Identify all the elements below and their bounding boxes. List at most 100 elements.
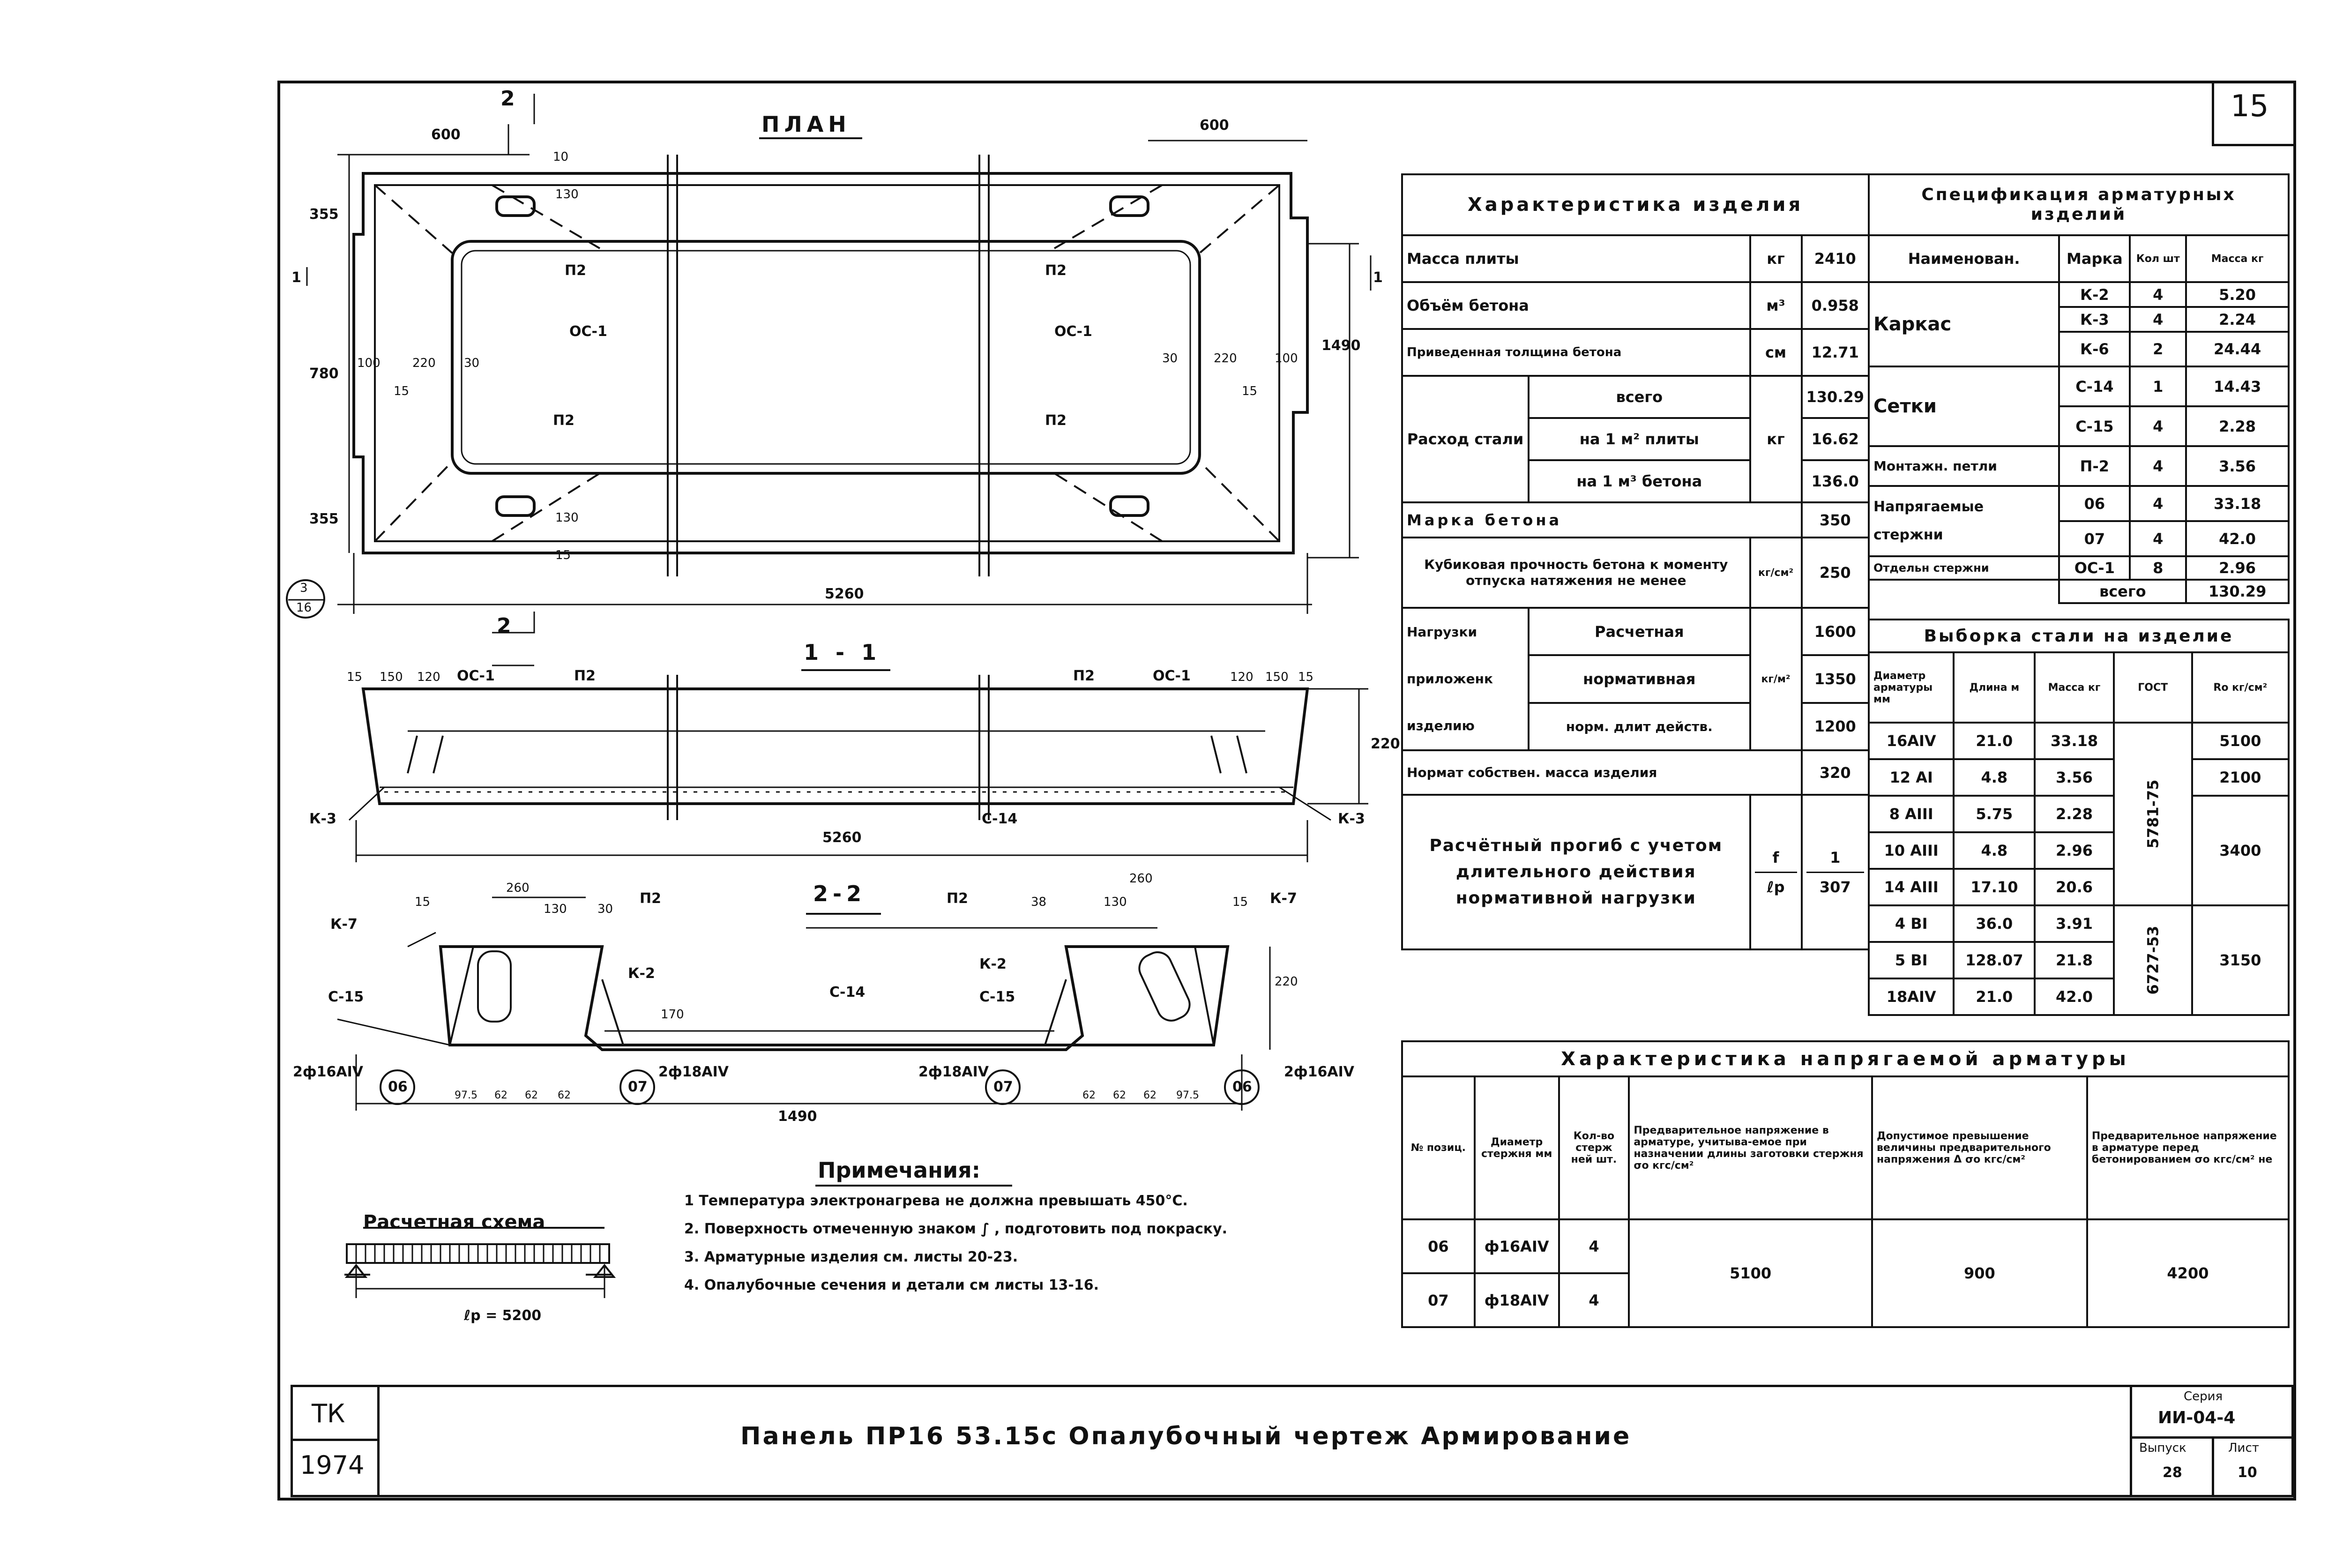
prestress-r2-dia: ф18АIV [1473,1272,1560,1328]
char-row2-unit: м³ [1749,281,1803,330]
steel-r2-len: 4.8 [1953,758,2036,797]
spec-col-mark: Марка [2058,234,2131,283]
plan-dim-100-right: 100 [1275,351,1298,366]
section22-k2-right: К-2 [979,956,1007,972]
prestress-col-dia: Диаметр стержня мм [1473,1075,1560,1220]
plan-dim-30-left: 30 [464,356,480,370]
char-own-name: Нормат собствен. масса изделия [1401,749,1803,796]
plan-dim-15-bottom: 15 [555,548,571,562]
spec-g4r1-qty: 4 [2129,485,2187,522]
char-cube-value: 250 [1800,537,1870,609]
spec-g4r2-mass: 42.0 [2185,520,2290,557]
notes-item-4: 4. Опалубочные сечения и детали см листы… [684,1277,1099,1293]
steel-r7-len: 128.07 [1953,941,2036,979]
spec-g1r1-mark: К-2 [2058,281,2131,308]
prestress-col-v2: Допустимое превышение величины предварит… [1871,1075,2088,1220]
plan-dim-side-top: 355 [309,206,339,223]
steel-r5-dia: 14 АIII [1867,868,1955,906]
plan-label-p2-c: П2 [1045,262,1067,279]
spec-group5-name: Отдельн стержни [1867,555,2060,581]
spec-g1r3-mass: 24.44 [2185,331,2290,367]
spec-g2r1-mass: 14.43 [2185,366,2290,407]
section22-k7-left: К-7 [330,916,358,933]
steel-r8-len: 21.0 [1953,978,2036,1016]
plan-dim-220-left: 220 [412,356,436,370]
plan-cut-mark-right: 1 [1373,269,1383,286]
steel-r5-len: 17.10 [1953,868,2036,906]
section22-circle-07-left: 07 [628,1079,648,1095]
plan-dim-height: 1490 [1321,337,1361,354]
section22-dim-38: 38 [1031,895,1047,909]
char-load2-value: 1350 [1800,654,1870,704]
spec-g4r1-mass: 33.18 [2185,485,2290,522]
section22-bdim-r3: 62 [1113,1090,1126,1101]
drawing-frame [277,81,2296,1501]
char-row1-value: 2410 [1800,234,1870,283]
section11-dim-l1: 15 [347,670,363,684]
char-row1-unit: кг [1749,234,1803,283]
stamp-issue: 28 [2163,1464,2182,1481]
section22-dim-130-right: 130 [1104,895,1127,909]
section22-outline [439,945,1230,1051]
steel-ro4: 3150 [2191,904,2290,1016]
prestress-r2-qty: 4 [1558,1272,1630,1328]
prestress-header: Характеристика напрягаемой арматуры [1401,1040,2290,1077]
spec-g4r1-mark: 06 [2058,485,2131,522]
spec-header: Спецификация арматурных изделий [1868,173,2290,236]
spec-g1r2-mass: 2.24 [2185,306,2290,333]
steel-r1-mass: 33.18 [2034,722,2115,760]
spec-g3r1-mark: П-2 [2058,445,2131,487]
section22-dim-30: 30 [597,902,613,916]
section22-k7-right: К-7 [1270,890,1297,907]
section11-dim-r2: 150 [1265,670,1289,684]
section22-bdim-l4: 62 [558,1090,571,1101]
section22-c15-left: С-15 [328,989,364,1005]
char-header: Характеристика изделия [1401,173,1870,236]
plan-outline [352,172,1309,554]
char-grade-name: Марка бетона [1401,501,1803,538]
plan-dim-100-left: 100 [357,356,381,370]
char-cube-name: Кубиковая прочность бетона к моменту отп… [1401,537,1751,609]
section11-dim-l2: 150 [380,670,403,684]
section22-rod07-left: 2ф18АIV [658,1064,729,1080]
prestress-r1-dia: ф16АIV [1473,1218,1560,1274]
steel-ro2: 2100 [2191,758,2290,797]
steel-r2-mass: 3.56 [2034,758,2115,797]
plan-label-os1-a: ОС-1 [569,323,607,340]
steel-gost2: 6727-53 [2112,904,2193,1016]
section11-os1-left: ОС-1 [457,668,495,684]
char-deflection-value-bot: 307 [1806,871,1864,901]
section22-dim-15-left: 15 [415,895,431,909]
section22-bdim-l3: 62 [525,1090,538,1101]
section22-k2-left: К-2 [628,965,655,982]
steel-r6-dia: 4 ВI [1867,904,1955,943]
scheme-span: ℓр = 5200 [464,1307,542,1324]
stamp [291,1385,2294,1497]
spec-g2r2-mark: С-15 [2058,405,2131,447]
section11-k3-right: К-3 [1338,811,1365,827]
section11-title: 1 - 1 [804,640,881,665]
section22-title: 2-2 [813,881,866,906]
steel-r7-dia: 5 ВI [1867,941,1955,979]
char-grade-value: 350 [1800,501,1870,538]
spec-total-label: всего [2058,579,2187,604]
steel-r8-mass: 42.0 [2034,978,2115,1016]
plan-dim-side-bottom: 355 [309,511,339,527]
steel-ro1: 5100 [2191,722,2290,760]
stamp-sheet-label: Лист [2228,1441,2259,1455]
prestress-v1: 5100 [1628,1218,1873,1328]
plan-dim-top-right: 600 [1200,117,1229,134]
section22-dim-220: 220 [1275,975,1298,989]
char-steel-sub2: на 1 м² плиты [1528,417,1751,461]
section22-dim-1490: 1490 [778,1108,817,1125]
char-row2-name: Объём бетона [1401,281,1751,330]
stamp-org: ТК [312,1399,345,1428]
spec-g1r1-mass: 5.20 [2185,281,2290,308]
spec-group3-name: Монтажн. петли [1867,445,2060,487]
plan-dim-15-right: 15 [1242,384,1258,398]
spec-g1r2-mark: К-3 [2058,306,2131,333]
steel-col-dia: Диаметр арматуры мм [1867,651,1955,724]
section22-rod06-right: 2ф16АIV [1284,1064,1354,1080]
prestress-r1-pos: 06 [1401,1218,1476,1274]
